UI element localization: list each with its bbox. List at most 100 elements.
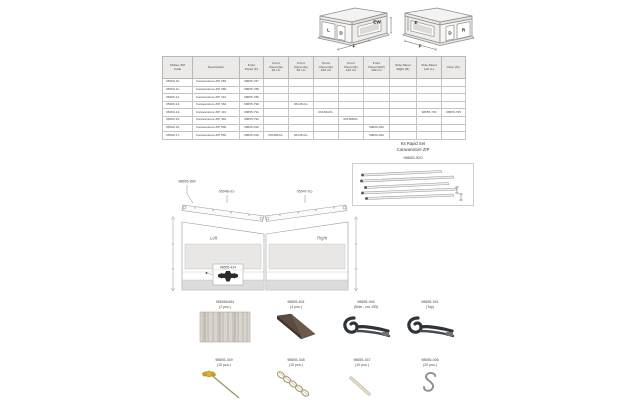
cell-e50 <box>288 115 314 125</box>
th-front-panel-e-50: Front Panel (E) 50 cm <box>288 56 314 79</box>
cell-side-right <box>389 123 417 133</box>
fabric-swatch-icon <box>199 311 251 342</box>
cell-e140 <box>338 78 364 87</box>
part-figure <box>404 312 456 344</box>
cell-front-panel-f: 98655-790 <box>239 100 264 110</box>
cell-e50 <box>288 108 314 117</box>
table-row[interactable]: 05260-10- Caravanstore ZIP 255 98655-787 <box>162 78 466 87</box>
cell-e140 <box>338 131 364 140</box>
rail-left-code: 05046-01- <box>219 190 236 194</box>
table-row[interactable]: 05260-15- Caravanstore ZIP 440 98655-792… <box>162 115 466 125</box>
cell-side-right <box>389 100 417 110</box>
cell-code: 05260-10- <box>162 78 193 87</box>
table-row[interactable]: 05260-11- Caravanstore ZIP 280 98655-788 <box>162 85 466 95</box>
cell-e20 <box>263 85 289 95</box>
table-row[interactable]: 05260-14- Caravanstore ZIP 410 98655-791… <box>162 108 466 117</box>
cell-e50: 06138-01- <box>288 100 314 110</box>
part-item[interactable]: 98655-347 (10 pcs.) <box>336 358 388 400</box>
th-line1: Side Panel <box>421 62 437 67</box>
cell-e20 <box>263 78 289 87</box>
cell-ew190 <box>363 85 390 95</box>
cell-side-right-selected[interactable]: 98655-794 <box>389 108 417 117</box>
cell-description: Caravanstore ZIP 310 <box>192 93 240 102</box>
part-code: 98655-347 <box>353 358 371 362</box>
cell-e100 <box>313 93 339 102</box>
th-line1: Front <box>372 60 381 65</box>
cell-e140 <box>338 93 364 102</box>
tensioner-rod-icon <box>349 375 371 396</box>
th-line2: Panel (E) <box>269 64 283 69</box>
part-item[interactable]: 98655-631 (4 pcs.) <box>268 300 324 342</box>
cell-front-panel-f: 98655-789 <box>239 93 264 102</box>
label-D: D <box>339 30 343 35</box>
th-line1: Front <box>272 60 280 65</box>
part-code: 98655-006 <box>421 358 439 362</box>
th-side-panel-right: Side Panel Right (R) <box>389 56 417 79</box>
part-item[interactable]: 98655A484 (2 pcs.) <box>196 300 254 342</box>
part-item[interactable]: 98655-348 (10 pcs.) <box>268 358 324 400</box>
cell-ew190 <box>363 100 390 110</box>
th-line1: Front <box>297 60 305 65</box>
label-EW: EW <box>373 20 381 25</box>
cell-e140 <box>338 123 364 133</box>
part-qty: (10 pcs.) <box>355 362 369 367</box>
cell-side-left: 98655-793 <box>416 108 442 117</box>
th-description: Description <box>192 56 240 79</box>
table-row[interactable]: 05260-17- Caravanstore ZIP 550 98660-019… <box>162 131 466 140</box>
part-figure <box>336 312 396 344</box>
th-line3: 50 cm <box>296 68 306 73</box>
fitting-icon <box>218 271 238 282</box>
cell-code: 05260-14- <box>162 108 193 117</box>
cell-side-right <box>389 115 417 125</box>
part-item[interactable]: 98655-006 (20 pcs.) <box>404 358 456 400</box>
cell-e50: 06138-01- <box>288 131 314 140</box>
table-row[interactable]: 05260-16- Caravanstore ZIP 500 98660-019… <box>162 123 466 133</box>
cell-e140: 06138B01- <box>338 115 364 125</box>
th-line3: 20 cm <box>271 68 281 73</box>
cell-code: 05260-12- <box>162 93 193 102</box>
part-qty: (Top) <box>425 304 435 309</box>
cell-e140 <box>338 108 364 117</box>
cell-side-left <box>416 131 442 140</box>
th-line2: Panel (EW) <box>368 64 385 69</box>
awning-right-view-figure <box>402 7 475 51</box>
part-item[interactable]: 98655-945 (Side - cm 195) <box>336 300 396 344</box>
leader-lines <box>186 185 306 204</box>
diagram-code-top-left: 98655-890 <box>178 180 195 184</box>
cell-code: 05260-16- <box>162 123 193 133</box>
table-row[interactable]: 05260-13- Caravanstore ZIP 360 98655-790… <box>162 100 466 110</box>
cell-door <box>441 131 466 140</box>
panel-left <box>181 221 265 291</box>
cell-side-left <box>416 85 442 95</box>
th-side-panel-left: Side Panel Left (L) <box>416 56 442 79</box>
cell-front-panel-f: 98655-791 <box>239 108 264 117</box>
th-line2: Panel (F) <box>244 66 259 71</box>
cell-description: Caravanstore ZIP 440 <box>192 115 240 125</box>
kit-title-line1: Kit Rapid Set <box>400 141 426 146</box>
cell-ew190: 98660-020 <box>363 123 390 133</box>
cell-e20: 06138F01- <box>263 131 289 140</box>
top-illustrations: L D EW F <box>305 2 480 54</box>
cell-front-panel-f: 98655-792 <box>239 115 264 125</box>
part-code: 98655A484 <box>215 300 235 304</box>
th-front-panel-e-140: Front Panel (E) 140 cm <box>338 56 364 79</box>
cell-side-right <box>389 131 417 140</box>
cell-e20 <box>263 93 289 102</box>
rail-left <box>181 204 265 222</box>
th-line1: Front <box>322 60 330 65</box>
th-line2: Panel (E) <box>294 64 308 69</box>
cell-door <box>441 85 466 95</box>
label-F-left: F <box>353 44 356 49</box>
part-item[interactable]: 98655-349 (10 pcs.) <box>196 358 252 400</box>
cell-ew190 <box>363 93 390 102</box>
part-item[interactable]: 98655-941 (Top) <box>404 300 456 344</box>
kit-rapid-set-block: Kit Rapid Set Caravanstore ZIP 98655-920 <box>352 141 474 206</box>
part-code: 98655-631 <box>287 300 305 304</box>
cell-e100 <box>313 78 339 87</box>
table-row[interactable]: 05260-12- Caravanstore ZIP 310 98655-789 <box>162 93 466 102</box>
th-front-panel-e-100: Front Panel (E) 100 cm <box>313 56 339 79</box>
panel-left-label: Left <box>210 236 218 241</box>
cell-front-panel-f: 98655-787 <box>239 78 264 87</box>
kit-poles-icon <box>359 169 463 201</box>
label-R: R <box>462 28 466 33</box>
